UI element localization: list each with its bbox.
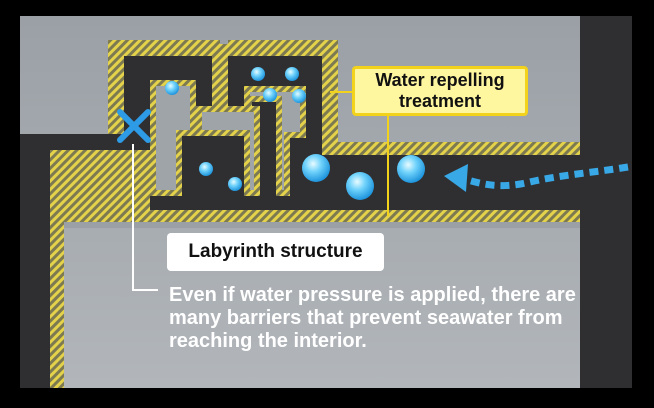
housing-wall [580, 16, 632, 388]
description-text: Even if water pressure is applied, there… [169, 284, 576, 352]
labyrinth-inner-left [156, 86, 190, 190]
water-droplet-icon [165, 81, 179, 95]
panel-gap [64, 222, 580, 228]
water-droplet-icon [228, 177, 242, 191]
water-droplet-icon [292, 89, 306, 103]
housing-corner [20, 134, 34, 388]
water-droplet-icon [251, 67, 265, 81]
water-droplet-icon [263, 88, 277, 102]
x-mark-icon [117, 109, 151, 143]
water-droplets [165, 67, 425, 200]
water-droplet-icon [302, 154, 330, 182]
labyrinth-leader-line [132, 144, 158, 291]
labyrinth-inner-right [250, 92, 300, 190]
labyrinth-label: Labyrinth structure [188, 241, 363, 262]
water-flow-arrow-icon [444, 163, 629, 192]
water-droplet-icon [199, 162, 213, 176]
water-repelling-label: Water repelling treatment [375, 70, 505, 111]
water-droplet-icon [346, 172, 374, 200]
labyrinth-callout: Labyrinth structure [167, 233, 384, 271]
water-droplet-icon [285, 67, 299, 81]
leader-lines [132, 144, 158, 291]
labyrinth-inner-middle [202, 112, 254, 190]
water-droplet-icon [397, 155, 425, 183]
water-repelling-leader-lines [330, 91, 389, 216]
water-repelling-callout: Water repelling treatment [352, 66, 528, 116]
